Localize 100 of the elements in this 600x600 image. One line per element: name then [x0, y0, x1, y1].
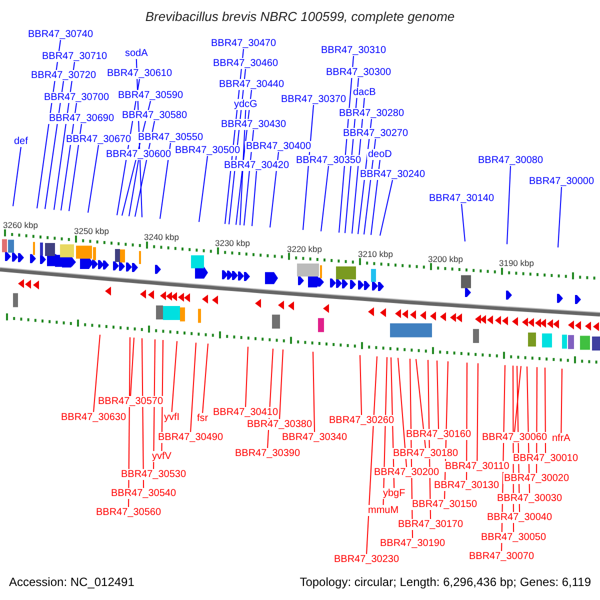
- leader-line: [88, 144, 100, 214]
- gene-label: BBR47_30470: [210, 38, 278, 49]
- gene-label: BBR47_30600: [105, 149, 172, 160]
- scale-label: 3240 kbp: [144, 232, 179, 242]
- gene-label: BBR47_30060: [481, 432, 548, 443]
- scale-label: 3190 kbp: [499, 258, 534, 268]
- scale-label: 3260 kbp: [3, 220, 38, 230]
- gene-label: BBR47_30260: [328, 415, 396, 426]
- gene-label: BBR47_30050: [480, 532, 548, 543]
- gene-label: fsr: [196, 413, 210, 424]
- gene-label: ybgF: [382, 488, 406, 499]
- gene-label: BBR47_30630: [60, 412, 128, 423]
- gene-label: BBR47_30140: [428, 193, 496, 204]
- gene-label: BBR47_30380: [246, 419, 314, 430]
- gene-label: BBR47_30310: [320, 45, 388, 56]
- gene-label: ydcG: [233, 99, 258, 110]
- gene-label: deoD: [367, 149, 393, 160]
- gene-label: BBR47_30020: [503, 473, 570, 484]
- leader-line: [560, 368, 562, 434]
- leader-line: [202, 343, 208, 414]
- gene-label: BBR47_30110: [444, 461, 510, 472]
- scale-label: 3210 kbp: [358, 248, 393, 259]
- gene-label: BBR47_30490: [157, 432, 224, 443]
- scale-label: 3230 kbp: [215, 238, 250, 248]
- leader-line: [171, 340, 178, 412]
- leader-line: [270, 152, 280, 228]
- scale-label: 3220 kbp: [287, 244, 322, 254]
- gene-label: BBR47_30430: [220, 119, 288, 130]
- footer-text: Accession: NC_012491: [9, 575, 134, 589]
- leader-line: [380, 180, 394, 236]
- leader-line: [398, 357, 408, 468]
- title: Brevibacillus brevis NBRC 100599, complete genome: [144, 9, 456, 24]
- gene-label: BBR47_30190: [379, 538, 446, 549]
- gene-label: BBR47_30350: [295, 155, 362, 166]
- leader-line: [190, 342, 196, 432]
- leader-line: [279, 348, 284, 420]
- gene-label: BBR47_30160: [405, 429, 472, 440]
- leader-line: [366, 356, 378, 554]
- gene-label: BBR47_30550: [137, 132, 204, 143]
- gene-label: BBR47_30540: [110, 488, 178, 499]
- gene-label: BBR47_30300: [325, 67, 392, 78]
- gene-label: BBR47_30420: [223, 160, 290, 171]
- scale-label: 3250 kbp: [74, 226, 109, 236]
- gene-label: yvfV: [151, 451, 172, 462]
- gene-label: BBR47_30700: [43, 92, 110, 103]
- gene-label: BBR47_30130: [433, 480, 500, 491]
- gene-label: sodA: [124, 48, 149, 59]
- leader-line: [370, 160, 380, 236]
- scale-label: 3200 kbp: [428, 254, 463, 264]
- leader-line: [416, 358, 426, 448]
- leader-line: [12, 146, 22, 207]
- leader-line: [252, 170, 258, 227]
- gene-label: BBR47_30080: [477, 155, 544, 166]
- gene-label: BBR47_30740: [27, 29, 94, 40]
- gene-label: BBR47_30390: [234, 448, 302, 459]
- gene-label: BBR47_30500: [174, 145, 242, 156]
- gene-label: dacB: [352, 87, 377, 98]
- gene-label: BBR47_30720: [30, 70, 98, 81]
- leader-line: [93, 334, 100, 412]
- gene-label: BBR47_30440: [218, 79, 286, 90]
- leader-line: [514, 366, 522, 432]
- gene-label: BBR47_30690: [48, 113, 116, 124]
- leader-line: [153, 338, 156, 470]
- gene-label: BBR47_30200: [373, 467, 440, 478]
- footer-text: Topology: circular; Length: 6,296,436 bp; Genes: 6,119: [300, 575, 591, 589]
- leader-line: [68, 124, 82, 212]
- gene-label: BBR47_30670: [65, 134, 132, 145]
- gene-label: yvfI: [163, 412, 181, 423]
- leader-line: [128, 160, 140, 217]
- leader-line: [436, 360, 440, 430]
- gene-label: BBR47_30530: [120, 469, 188, 480]
- gene-label: BBR47_30010: [512, 453, 580, 464]
- leader-line: [160, 142, 172, 220]
- leader-line: [320, 166, 330, 232]
- gene-label: BBR47_30610: [106, 68, 174, 79]
- gene-label: nfrA: [551, 433, 572, 444]
- gene-label: def: [13, 136, 29, 147]
- leader-line: [130, 337, 134, 396]
- gene-label: BBR47_30400: [245, 141, 312, 152]
- leader-line: [461, 204, 466, 242]
- leader-line: [558, 186, 562, 248]
- gene-label: BBR47_30580: [121, 110, 188, 121]
- leader-line: [245, 346, 248, 408]
- leader-line: [476, 362, 478, 462]
- gene-label: BBR47_30230: [333, 554, 400, 565]
- gene-label: BBR47_30000: [528, 176, 596, 187]
- gene-label: BBR47_30590: [117, 90, 184, 101]
- gene-label: BBR47_30270: [342, 128, 410, 139]
- gene-label: BBR47_30570: [97, 396, 164, 407]
- gene-label: BBR47_30560: [95, 507, 162, 518]
- gene-label: BBR47_30240: [359, 169, 426, 180]
- gene-label: BBR47_30040: [486, 512, 554, 523]
- gene-label: BBR47_30280: [338, 108, 406, 119]
- leader-line: [544, 367, 546, 454]
- gene-label: BBR47_30370: [280, 94, 348, 105]
- gene-label: BBR47_30410: [212, 407, 280, 418]
- gene-label: BBR47_30340: [281, 432, 348, 443]
- gene-label: BBR47_30180: [392, 448, 460, 459]
- gene-label: mmuM: [367, 505, 400, 516]
- gene-label: BBR47_30070: [468, 551, 536, 562]
